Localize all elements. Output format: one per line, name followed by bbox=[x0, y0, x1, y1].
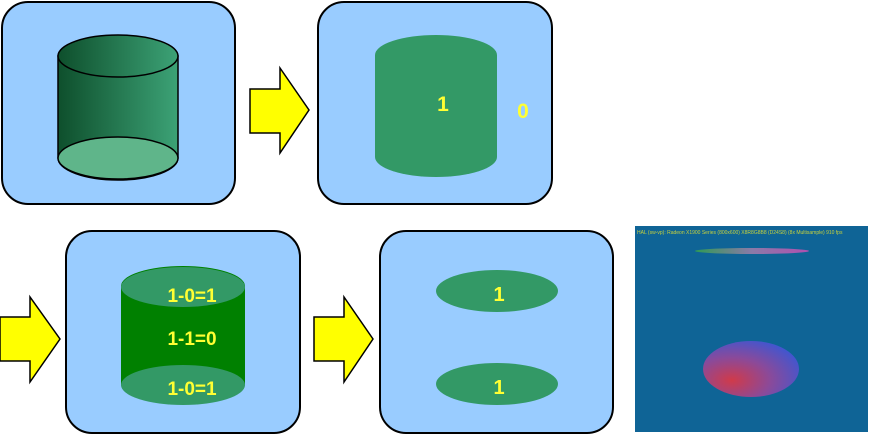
arrow-right-icon bbox=[249, 65, 310, 156]
result-top-disc bbox=[436, 270, 558, 312]
result-top-value: 1 bbox=[493, 284, 504, 306]
render-status-line: HAL (sw-vp): Radeon X1900 Series (800x60… bbox=[637, 230, 843, 236]
render-screenshot: HAL (sw-vp): Radeon X1900 Series (800x60… bbox=[635, 226, 868, 432]
arrow-right-icon bbox=[313, 294, 374, 385]
result-bottom-value: 1 bbox=[493, 377, 504, 399]
panel-step-4: 1 1 bbox=[379, 230, 614, 434]
render-shadow-blob bbox=[703, 341, 799, 397]
panel-step-3: 1-0=1 1-1=0 1-0=1 bbox=[65, 230, 301, 434]
render-background bbox=[635, 226, 868, 432]
bottom-equation: 1-0=1 bbox=[167, 379, 217, 400]
top-disc bbox=[121, 267, 245, 307]
render-thin-disc bbox=[695, 248, 809, 254]
cylinder-bottom-cap bbox=[57, 136, 179, 180]
inside-value: 1 bbox=[437, 93, 449, 116]
cylinder-top-cap bbox=[57, 34, 179, 78]
panel-step-1 bbox=[1, 1, 236, 205]
top-equation: 1-0=1 bbox=[167, 286, 217, 307]
outside-value: 0 bbox=[517, 100, 529, 123]
arrow-right-icon bbox=[0, 294, 61, 385]
panel-step-2: 1 0 bbox=[317, 1, 553, 205]
bottom-disc bbox=[121, 365, 245, 405]
shaded-cylinder bbox=[57, 34, 179, 181]
flat-cylinder bbox=[375, 35, 497, 177]
result-bottom-disc bbox=[436, 363, 558, 405]
middle-equation: 1-1=0 bbox=[167, 329, 216, 350]
